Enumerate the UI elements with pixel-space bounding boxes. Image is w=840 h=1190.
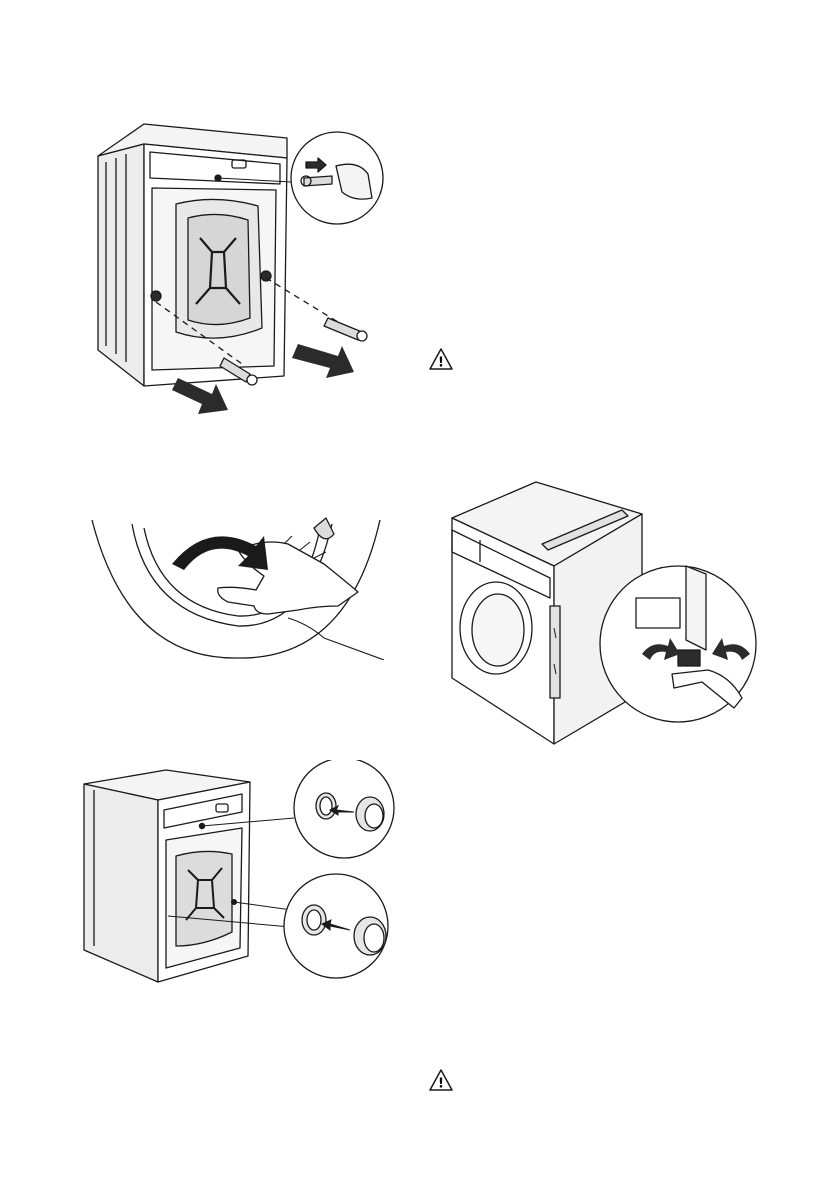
figure-rotate-drum (88, 510, 384, 660)
warning-triangle-icon: ! (428, 1068, 454, 1092)
hand-rotating-drum-illustration (88, 510, 384, 660)
spirit-level-and-wrench-illustration (446, 478, 760, 750)
figure-insert-plastic-caps (80, 760, 402, 986)
plastic-caps-in-holes-illustration (80, 760, 402, 986)
washing-machine-rear-bolts-illustration (92, 118, 392, 428)
figure-remove-transit-bolts (92, 118, 392, 428)
warning-glyph: ! (438, 356, 444, 371)
warning-glyph: ! (438, 1077, 444, 1092)
warning-triangle-icon: ! (428, 347, 454, 371)
figure-level-appliance (446, 478, 760, 750)
warning-bottom: ! (428, 1068, 454, 1092)
warning-top: ! (428, 347, 454, 371)
